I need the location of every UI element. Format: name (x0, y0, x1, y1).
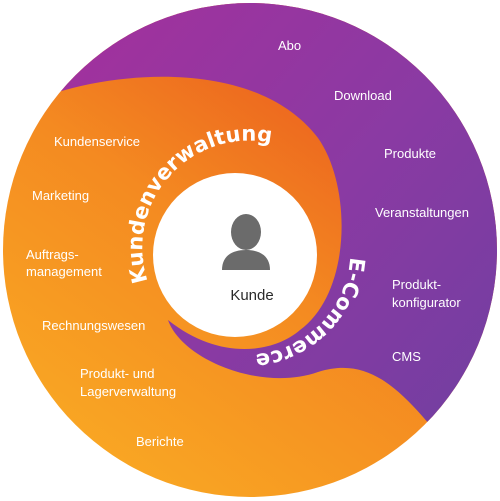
item-produktkonfigurator-line2: konfigurator (392, 295, 461, 310)
item-auftragsmanagement-line1: Auftrags- (26, 247, 79, 262)
item-download: Download (334, 88, 392, 103)
kundenverwaltung-items: Kundenservice Marketing Auftrags- manage… (26, 134, 184, 449)
ecommerce-segment (58, 3, 497, 497)
item-produkt-lagerverwaltung-line2: Lagerverwaltung (80, 384, 176, 399)
ecommerce-items: Abo Download Produkte Veranstaltungen Pr… (278, 38, 469, 364)
person-icon (222, 214, 270, 270)
item-abo: Abo (278, 38, 301, 53)
item-berichte: Berichte (136, 434, 184, 449)
item-auftragsmanagement-line2: management (26, 264, 102, 279)
item-produkt-lagerverwaltung-line1: Produkt- und (80, 366, 154, 381)
item-kundenservice: Kundenservice (54, 134, 140, 149)
item-rechnungswesen: Rechnungswesen (42, 318, 145, 333)
item-cms: CMS (392, 349, 421, 364)
item-produktkonfigurator-line1: Produkt- (392, 277, 441, 292)
center-label: Kunde (230, 287, 273, 304)
item-produkte: Produkte (384, 146, 436, 161)
item-marketing: Marketing (32, 188, 89, 203)
item-veranstaltungen: Veranstaltungen (375, 205, 469, 220)
